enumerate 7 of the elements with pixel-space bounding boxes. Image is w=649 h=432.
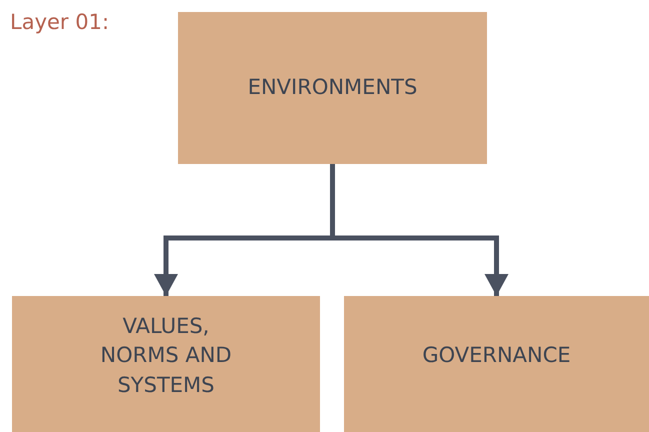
concept-box — [12, 296, 320, 432]
concept-box — [344, 296, 649, 432]
box-label: VALUES, NORMS AND SYSTEMS — [99, 312, 233, 399]
concept-box — [178, 12, 487, 164]
box-label: GOVERNANCE — [422, 342, 571, 370]
layer-label: Layer 01: — [10, 10, 110, 34]
box-label: ENVIRONMENTS — [248, 74, 418, 102]
